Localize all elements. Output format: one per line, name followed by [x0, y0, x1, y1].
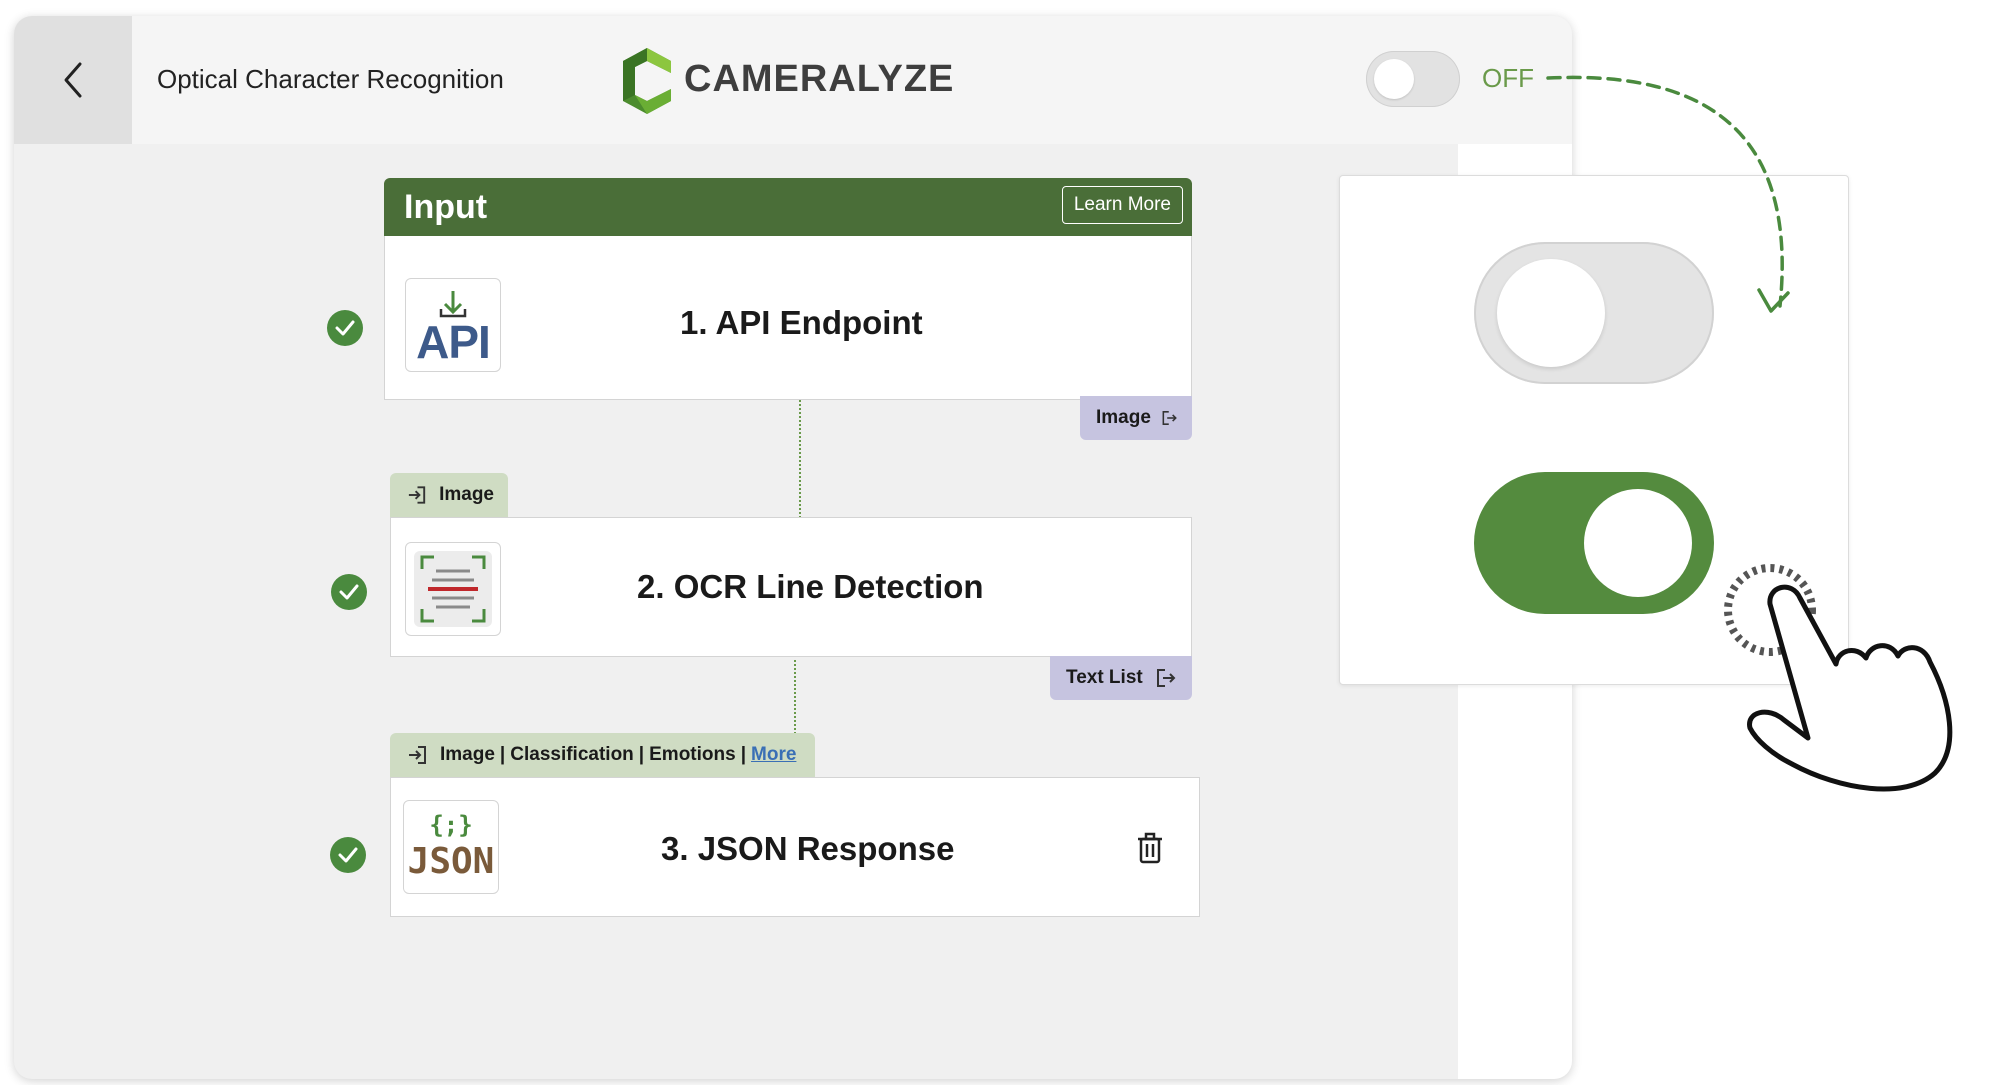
input-label-emotions: Emotions: [649, 744, 736, 765]
delete-step-button[interactable]: [1135, 831, 1165, 865]
step-card-json-response[interactable]: {;} JSON 3. JSON Response: [390, 777, 1200, 917]
ocr-icon-box: [405, 542, 501, 636]
import-icon: [409, 746, 426, 764]
chevron-left-icon: [64, 62, 82, 98]
step-card-ocr-line-detection[interactable]: 2. OCR Line Detection: [390, 517, 1192, 657]
step-card-api-endpoint[interactable]: API 1. API Endpoint: [384, 236, 1192, 400]
separator: |: [499, 744, 506, 765]
ocr-scan-icon: [414, 551, 492, 627]
toggle-state-label: OFF: [1482, 63, 1534, 93]
check-icon: [339, 584, 359, 600]
check-icon: [335, 320, 355, 336]
workflow-toggle[interactable]: [1366, 51, 1460, 107]
back-button[interactable]: [14, 16, 132, 144]
separator: |: [740, 744, 747, 765]
toggle-on-illustration: [1474, 472, 1714, 614]
cameralyze-logo-icon: [623, 48, 671, 114]
step-3-status-check: [330, 837, 366, 873]
dashed-arrow-icon: [1546, 75, 1784, 308]
api-icon-text: API: [416, 316, 491, 368]
toggle-knob: [1497, 259, 1605, 367]
json-icon-box: {;} JSON: [403, 800, 499, 894]
step-title-api-endpoint: 1. API Endpoint: [680, 304, 923, 341]
output-tag-image: Image: [1080, 396, 1192, 440]
output-tag-label: Image: [1096, 407, 1151, 428]
input-label-classification: Classification: [510, 744, 634, 765]
connector-line: [794, 660, 796, 778]
export-icon: [1156, 669, 1176, 687]
arrow-head-icon: [1757, 288, 1790, 313]
toggle-off-illustration: [1474, 242, 1714, 384]
json-icon-text: JSON: [407, 841, 495, 882]
brand-logo: CAMERALYZE: [619, 46, 959, 116]
export-icon: [1162, 411, 1177, 425]
more-link[interactable]: More: [751, 744, 797, 765]
hand-pointer-icon: [1747, 584, 1953, 792]
trash-icon: [1138, 832, 1162, 864]
output-tag-label: Text List: [1066, 667, 1143, 688]
json-icon: {;} JSON: [404, 801, 498, 893]
input-label-image: Image: [440, 744, 495, 765]
click-ripple-icon: [1724, 564, 1816, 656]
input-tag-image: Image: [390, 473, 508, 517]
connector-line: [799, 400, 801, 518]
learn-more-button[interactable]: Learn More: [1061, 186, 1183, 224]
output-tag-text-list: Text List: [1050, 656, 1192, 700]
toggle-knob: [1584, 489, 1692, 597]
input-tag-multiple: Image | Classification | Emotions | More: [390, 733, 815, 777]
header: Optical Character Recognition CAMERALYZE…: [14, 16, 1572, 144]
import-icon: [408, 486, 426, 504]
input-tag-label: Image: [439, 484, 494, 505]
input-section-title: Input: [404, 188, 488, 226]
page-title: Optical Character Recognition: [157, 64, 504, 94]
step-title-json-response: 3. JSON Response: [661, 830, 955, 867]
check-icon: [338, 847, 358, 863]
json-braces-text: {;}: [429, 811, 473, 839]
step-title-ocr-line-detection: 2. OCR Line Detection: [637, 568, 984, 605]
brand-name: CAMERALYZE: [684, 58, 955, 100]
step-1-status-check: [327, 310, 363, 346]
toggle-knob: [1374, 59, 1414, 99]
api-download-icon: [439, 291, 467, 318]
api-icon-box: API: [405, 278, 501, 372]
step-2-status-check: [331, 574, 367, 610]
input-section-header: Input Learn More: [384, 178, 1192, 236]
separator: |: [638, 744, 645, 765]
